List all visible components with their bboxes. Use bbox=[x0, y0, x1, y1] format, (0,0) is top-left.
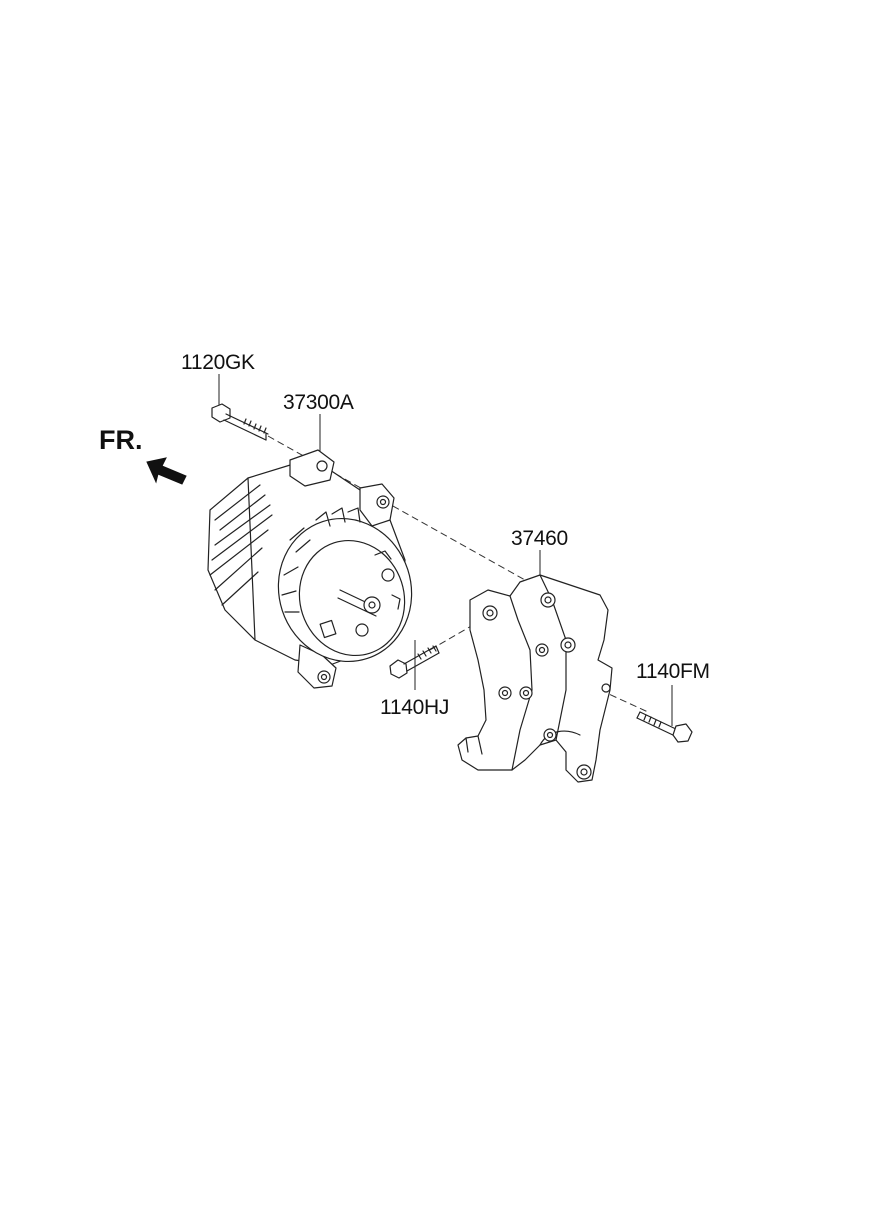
part-label-1140fm: 1140FM bbox=[636, 660, 710, 683]
bolt-1120gk bbox=[211, 403, 269, 441]
alternator-37300a bbox=[207, 449, 413, 689]
leader-lines bbox=[218, 374, 673, 726]
part-label-37300a: 37300A bbox=[283, 391, 354, 414]
part-label-1140hj: 1140HJ bbox=[380, 696, 450, 719]
bracket-37460 bbox=[457, 574, 613, 783]
front-arrow-icon bbox=[146, 457, 187, 485]
part-label-37460: 37460 bbox=[511, 527, 568, 550]
bolt-1140hj bbox=[389, 645, 440, 679]
part-label-1120gk: 1120GK bbox=[181, 351, 255, 374]
bolt-1140fm bbox=[636, 711, 693, 743]
front-direction-label: FR. bbox=[99, 425, 143, 455]
